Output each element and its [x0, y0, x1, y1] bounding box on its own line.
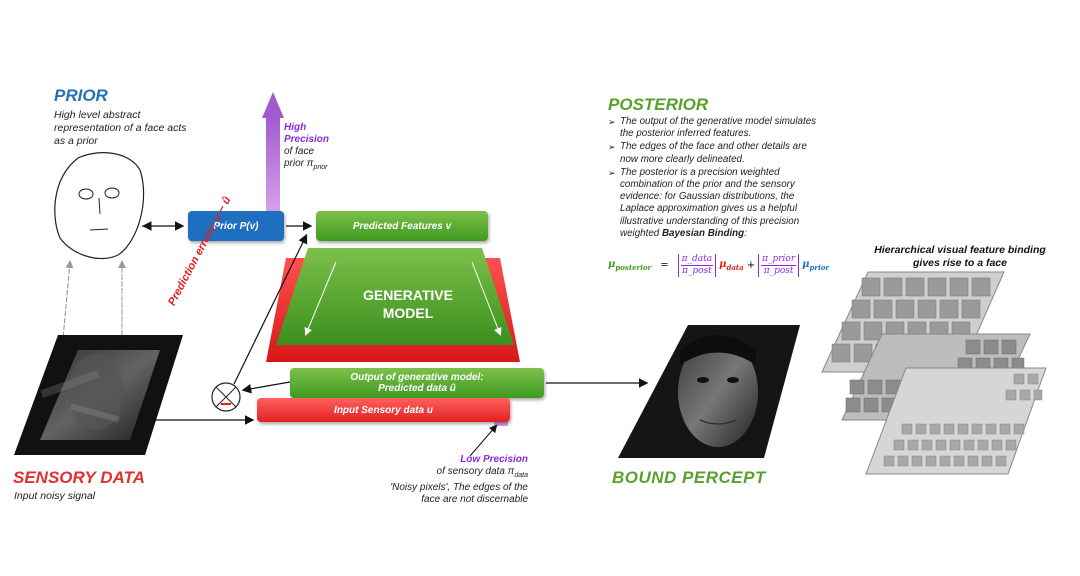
low-precision-text: Low Precision of sensory data πdata 'Noi… — [388, 454, 528, 506]
high-precision-text: High Precision of face prior πprior — [284, 122, 344, 174]
generative-model-line2: MODEL — [382, 305, 434, 321]
mu-data: μ — [719, 259, 727, 270]
high-precision-sub: prior — [313, 164, 328, 171]
frac2-num: π_prior — [761, 254, 797, 266]
formula-mu-prior: μprior — [802, 259, 829, 272]
input-sensory-box: Input Sensory data u — [257, 398, 510, 422]
posterior-bullet-3-text: The posterior is a precision weighted co… — [620, 166, 800, 239]
prior-box: Prior P(v) — [188, 211, 284, 241]
frac2-den: π_post — [763, 266, 794, 276]
output-box-line2: Predicted data û — [378, 383, 456, 394]
bayesian-binding-text: Bayesian Binding — [661, 227, 745, 239]
prior-title: PRIOR — [54, 86, 108, 105]
low-precision-text2: 'Noisy pixels', The edges of the face ar… — [390, 482, 528, 505]
bound-percept-title: BOUND PERCEPT — [612, 468, 766, 487]
posterior-bullet-2: The edges of the face and other details … — [608, 141, 823, 165]
high-precision-text2: prior π — [284, 158, 314, 169]
posterior-list: The output of the generative model simul… — [608, 116, 823, 241]
posterior-title: POSTERIOR — [608, 95, 709, 114]
formula-lhs-mu: μ — [608, 259, 616, 270]
prior-description: High level abstract representation of a … — [54, 109, 187, 147]
mu-prior-sub: prior — [809, 263, 830, 272]
generative-model-label: GENERATIVE MODEL — [318, 286, 498, 322]
posterior-bullet-3: The posterior is a precision weighted co… — [608, 167, 823, 240]
sensory-description: Input noisy signal — [14, 490, 96, 502]
high-precision-label: High Precision — [284, 122, 330, 145]
formula-mu-data: μdata — [719, 259, 744, 272]
input-sensory-label: Input Sensory data u — [334, 404, 433, 416]
generative-model-line1: GENERATIVE — [363, 287, 453, 303]
high-precision-text1: of face — [284, 146, 315, 157]
formula-lhs-sub: posterior — [615, 263, 652, 272]
bullet-3-colon: : — [744, 227, 747, 239]
prior-face-sketch — [54, 152, 145, 260]
predicted-features-label: Predicted Features v — [352, 220, 452, 232]
dashed-arrow-left-up — [59, 260, 74, 373]
low-precision-label: Low Precision — [460, 454, 528, 465]
gen-arrow-left — [304, 261, 337, 336]
low-precision-sub: data — [514, 472, 528, 479]
high-precision-arrow — [262, 92, 284, 212]
low-precision-text1: of sensory data π — [436, 466, 515, 477]
prior-box-label: Prior P(v) — [213, 220, 259, 232]
formula-plus: + — [746, 260, 756, 271]
comparator-icon — [211, 382, 241, 412]
predicted-features-box: Predicted Features v — [316, 211, 488, 241]
low-precision-pointer — [469, 424, 498, 457]
sensory-data-image — [14, 335, 183, 455]
frac1-den: π_post — [681, 266, 712, 276]
posterior-bullet-1: The output of the generative model simul… — [608, 116, 823, 140]
bound-percept-image — [618, 325, 800, 458]
output-generative-box: Output of generative model: Predicted da… — [290, 368, 544, 398]
hierarchy-caption: Hierarchical visual feature binding give… — [874, 244, 1046, 269]
sensory-title: SENSORY DATA — [13, 468, 145, 487]
output-to-comparator-arrow — [241, 381, 291, 394]
mu-prior: μ — [802, 259, 810, 270]
mu-data-sub: data — [726, 263, 744, 272]
output-box-line1: Output of generative model: — [350, 372, 484, 383]
generative-model-trapezoid — [276, 248, 514, 345]
frac1-num: π_data — [680, 254, 714, 266]
formula-lhs: μposterior — [608, 259, 651, 272]
formula-equals: = — [660, 260, 669, 271]
feature-stack-bottom — [865, 367, 1047, 475]
gen-arrow-right — [471, 261, 502, 336]
prediction-error-arrow — [233, 233, 308, 385]
